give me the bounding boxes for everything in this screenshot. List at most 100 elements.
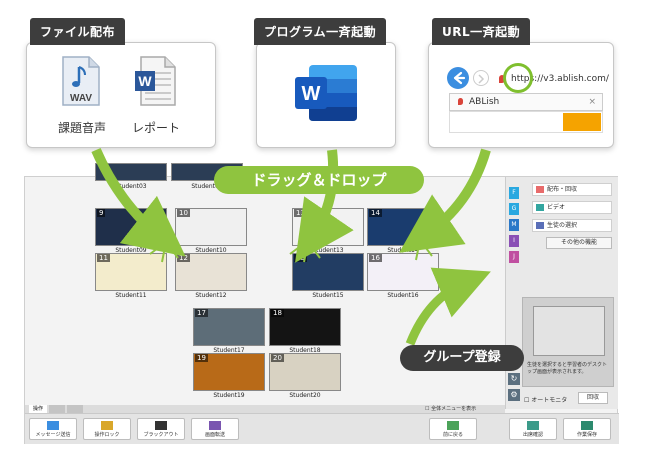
right-tab[interactable]: F [509,187,519,199]
refresh-icon[interactable]: ↻ [508,373,520,385]
save-icon [581,421,593,430]
address-bar[interactable]: https://v3.ablish.com/ [499,71,611,87]
settings-icon[interactable]: ⚙ [508,389,520,401]
message-button[interactable]: メッセージ送信 [29,418,77,440]
tab-pin-icon [458,98,463,105]
student-label: Student17 [213,347,245,354]
attendance-icon [527,421,539,430]
student-number: 20 [271,354,284,362]
arrow-file [91,147,186,257]
student-number: 9 [97,209,106,217]
student-thumb[interactable]: 19 [193,353,265,391]
student-number: 17 [195,309,208,317]
transfer-icon [209,421,221,430]
bottom-tab[interactable] [49,405,65,413]
student-label: Student20 [289,392,321,399]
browser-back-button[interactable] [447,67,469,89]
blackout-button[interactable]: ブラックアウト [137,418,185,440]
blackout-icon [155,421,167,430]
right-tab[interactable]: G [509,203,519,215]
bottom-hint: ☐ 全体メニューを表示 [425,406,477,412]
url-launch-tab: URL一斉起動 [432,18,531,45]
other-functions-button[interactable]: その他の機能 [546,237,612,249]
student-number: 12 [177,254,190,262]
right-tab[interactable]: J [509,251,519,263]
arrow-group [405,267,491,346]
url-launch-box: https://v3.ablish.com/ ABLish × [428,42,614,148]
wav-file-label: 課題音声 [57,121,106,135]
back-button[interactable]: 前に戻る [429,418,477,440]
student-label: Student03 [115,183,147,190]
student-label: Student16 [387,292,419,299]
student-thumb[interactable]: 17 [193,308,265,346]
highlight-circle [503,63,533,93]
video-icon [536,204,544,211]
tab-title: ABLish [469,97,500,107]
right-tab[interactable]: I [509,235,519,247]
message-icon [47,421,59,430]
student-thumb[interactable]: 20 [269,353,341,391]
student-thumb[interactable]: 11 [95,253,167,291]
group-preview-frame: 生徒を選択すると学習者のデスクトップ画面が表示されます。 [522,297,614,387]
right-tab[interactable]: M [509,219,519,231]
browser-forward-button[interactable] [473,70,489,86]
student-label: Student19 [213,392,245,399]
forward-arrow-icon [478,74,485,84]
lock-icon [101,421,113,430]
group-hint: 生徒を選択すると学習者のデスクトップ画面が表示されます。 [527,362,608,375]
file-distribution-box: WAV W 課題音声 レポート [26,42,216,148]
word-icon-text: W [138,73,152,89]
bottom-tab[interactable]: 操作 [29,405,47,413]
group-preview [533,306,605,356]
select-student-button[interactable]: 生徒の選択 [532,219,612,232]
word-logo-text: W [302,83,321,105]
bottom-tab[interactable] [67,405,83,413]
student-number: 11 [97,254,110,262]
group-register-pill: グループ登録 [400,345,524,371]
student-label: Student11 [115,292,147,299]
page-content-orange [563,113,601,131]
video-button[interactable]: ビデオ [532,201,612,214]
tab-close-icon[interactable]: × [588,97,596,107]
program-launch-tab: プログラム一斉起動 [254,18,387,45]
word-file-label: レポート [131,121,180,135]
student-thumb[interactable]: 12 [175,253,247,291]
student-label: Student04 [191,183,223,190]
address-url: https://v3.ablish.com/ [511,74,609,84]
auto-monitor-check[interactable]: ☐ オートモニタ [524,397,568,404]
select-icon [536,222,544,229]
file-distribution-tab: ファイル配布 [30,18,126,45]
student-label: Student12 [195,292,227,299]
save-work-button[interactable]: 作業保存 [563,418,611,440]
arrow-program [295,149,354,263]
arrow-url [399,148,491,253]
program-launch-box: W [256,42,396,148]
word-file-icon[interactable]: W [133,55,177,107]
teacher-screen: Student03 Student04 9 Student09 10 Stude… [24,163,619,444]
word-app-icon[interactable]: W [293,63,359,123]
student-number: 14 [369,209,382,217]
wav-file-icon[interactable]: WAV [61,55,101,107]
student-number: 19 [195,354,208,362]
pin-icon [499,74,505,83]
student-label: Student18 [289,347,321,354]
bottom-tabs: 操作 ☐ 全体メニューを表示 [25,405,505,413]
student-thumb[interactable]: 18 [269,308,341,346]
browser-tab[interactable]: ABLish × [449,93,603,111]
student-thumb[interactable]: 16 [367,253,439,291]
attendance-button[interactable]: 出席確認 [509,418,557,440]
student-number: 16 [369,254,382,262]
bottom-toolbar: メッセージ送信 操作ロック ブラックアウト 画面転送 前に戻る 出席確認 作業保… [25,413,619,444]
burst-marks [149,245,433,263]
wav-icon-text: WAV [70,93,92,104]
lock-button[interactable]: 操作ロック [83,418,131,440]
back-icon [447,421,459,430]
drag-drop-pill: ドラッグ＆ドロップ [214,166,424,194]
student-label: Student10 [195,247,227,254]
screen-transfer-button[interactable]: 画面転送 [191,418,239,440]
collect-mini-button[interactable]: 回収 [578,392,608,404]
student-label: Student15 [312,292,344,299]
distribute-button[interactable]: 配布・回収 [532,183,612,196]
